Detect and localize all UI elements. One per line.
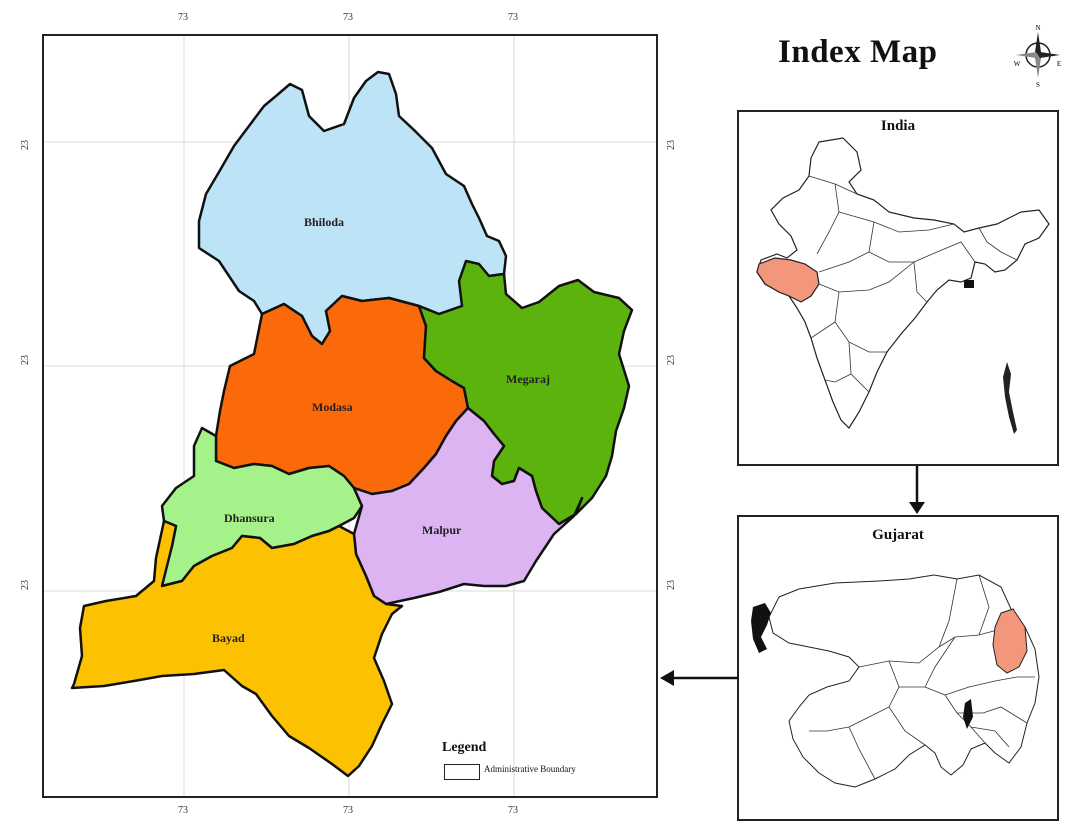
left-tick-label-3: 23 xyxy=(20,580,31,590)
bottom-tick-label-2: 73 xyxy=(343,805,353,816)
label-malpur: Malpur xyxy=(422,523,462,537)
compass-w: W xyxy=(1014,60,1021,68)
right-tick-label-2: 23 xyxy=(666,355,677,365)
legend: Legend Administrative Boundary xyxy=(442,740,632,780)
india-inset-frame: India xyxy=(737,110,1059,466)
label-bayad: Bayad xyxy=(212,631,245,645)
district-map-frame: Bhiloda Modasa Megaraj Dhansura Malpur B… xyxy=(42,34,658,798)
legend-label-boundary: Administrative Boundary xyxy=(484,764,576,774)
india-inset-title: India xyxy=(880,118,916,134)
index-map-title: Index Map xyxy=(778,34,938,70)
left-tick-label-1: 23 xyxy=(20,140,31,150)
gujarat-map-svg xyxy=(751,574,1040,788)
top-tick-label-1: 73 xyxy=(178,12,188,23)
compass-n: N xyxy=(1035,24,1040,32)
bottom-tick-label-1: 73 xyxy=(178,805,188,816)
district-malpur[interactable] xyxy=(352,406,584,606)
top-tick-label-3: 73 xyxy=(508,12,518,23)
legend-swatch-boundary xyxy=(444,764,480,780)
gujarat-highlight-in-india xyxy=(756,257,820,303)
compass-s: S xyxy=(1036,81,1040,88)
gujarat-inset-title: Gujarat xyxy=(872,527,924,543)
arrow-gujarat-to-main xyxy=(660,670,738,686)
bottom-tick-label-3: 73 xyxy=(508,805,518,816)
left-tick-label-2: 23 xyxy=(20,355,31,365)
right-tick-label-3: 23 xyxy=(666,580,677,590)
gujarat-inset-frame: Gujarat xyxy=(737,515,1059,821)
kutch-marker xyxy=(751,603,771,653)
legend-title: Legend xyxy=(442,740,487,755)
gujarat-outline xyxy=(768,574,1040,788)
label-modasa: Modasa xyxy=(312,400,353,414)
india-map-svg xyxy=(756,137,1050,434)
label-dhansura: Dhansura xyxy=(224,511,275,525)
bay-marker xyxy=(964,280,974,288)
gulf-marker xyxy=(963,699,973,729)
india-outline xyxy=(756,137,1050,429)
label-megaraj: Megaraj xyxy=(506,372,550,386)
district-bayad[interactable] xyxy=(70,519,404,778)
district-map-svg: Bhiloda Modasa Megaraj Dhansura Malpur B… xyxy=(44,36,656,796)
arrow-india-to-gujarat xyxy=(909,466,925,514)
label-bhiloda: Bhiloda xyxy=(304,215,344,229)
top-tick-label-2: 73 xyxy=(343,12,353,23)
aravalli-highlight-in-gujarat xyxy=(992,608,1028,674)
compass-e: E xyxy=(1057,60,1061,68)
right-tick-label-1: 23 xyxy=(666,140,677,150)
islands-east xyxy=(1003,362,1017,434)
compass-rose-icon: N S E W xyxy=(1014,22,1062,89)
